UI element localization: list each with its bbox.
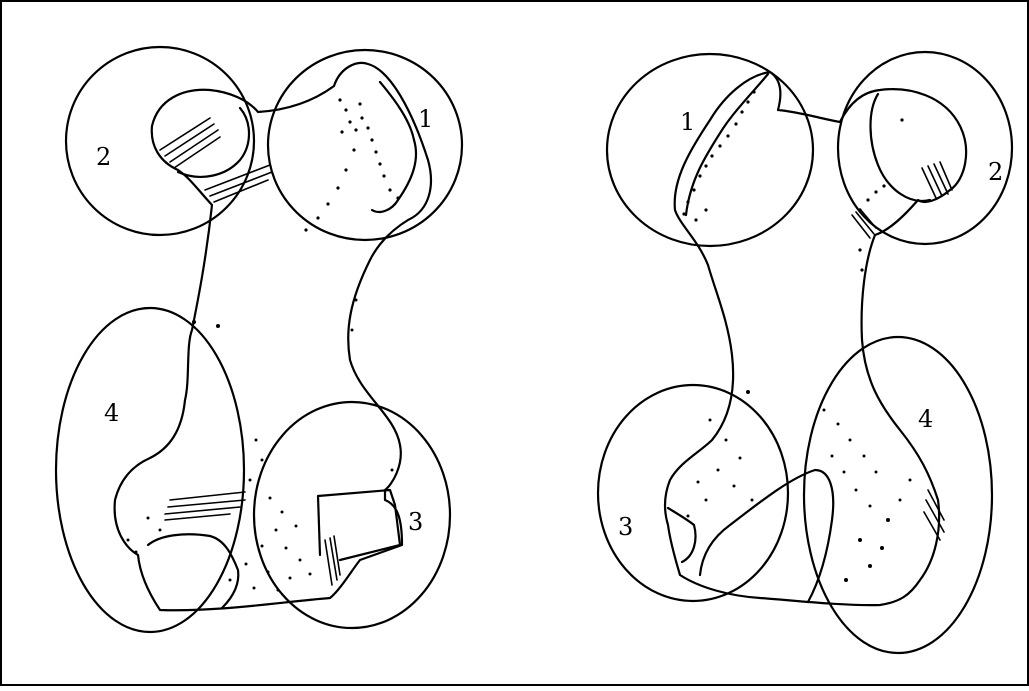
left-zone-4-ellipse <box>56 308 244 632</box>
left-hatch-shaft <box>165 492 245 520</box>
right-bone-head-contour <box>871 94 931 201</box>
left-zone-1-label: 1 <box>418 105 433 133</box>
right-hatch-head <box>922 162 952 198</box>
right-bone-view: 1 2 3 4 <box>598 52 1012 653</box>
right-hatch-condyle <box>924 490 944 540</box>
right-bone-outline <box>665 72 966 605</box>
right-stipple-lower <box>687 390 912 582</box>
right-zone-3-ellipse <box>598 385 788 601</box>
left-zone-1-ellipse <box>268 50 462 240</box>
left-zone-2-label: 2 <box>96 143 111 171</box>
left-bone-head-contour <box>178 108 249 177</box>
right-zone-4-label: 4 <box>918 405 933 433</box>
right-zone-2-ellipse <box>838 52 1012 244</box>
right-bone-condyle-notch <box>668 508 696 562</box>
right-bone-ridge <box>686 74 768 215</box>
left-zone-4-label: 4 <box>104 399 119 427</box>
left-zone-2-ellipse <box>66 47 254 235</box>
left-hatch-head <box>160 118 220 168</box>
left-bone-outline <box>115 63 431 610</box>
right-zone-3-label: 3 <box>618 513 633 541</box>
left-hatch-neck <box>205 165 272 202</box>
right-zone-1-label: 1 <box>680 108 695 136</box>
left-bone-view: 1 2 3 4 <box>56 47 462 632</box>
left-hatch-condyle <box>325 536 340 585</box>
left-bone-ridge <box>372 82 416 212</box>
left-zone-3-label: 3 <box>408 508 423 536</box>
right-bone-condyle-patellar <box>700 470 833 602</box>
left-bone-condyle-medial <box>148 534 238 608</box>
right-zone-2-label: 2 <box>988 158 1003 186</box>
